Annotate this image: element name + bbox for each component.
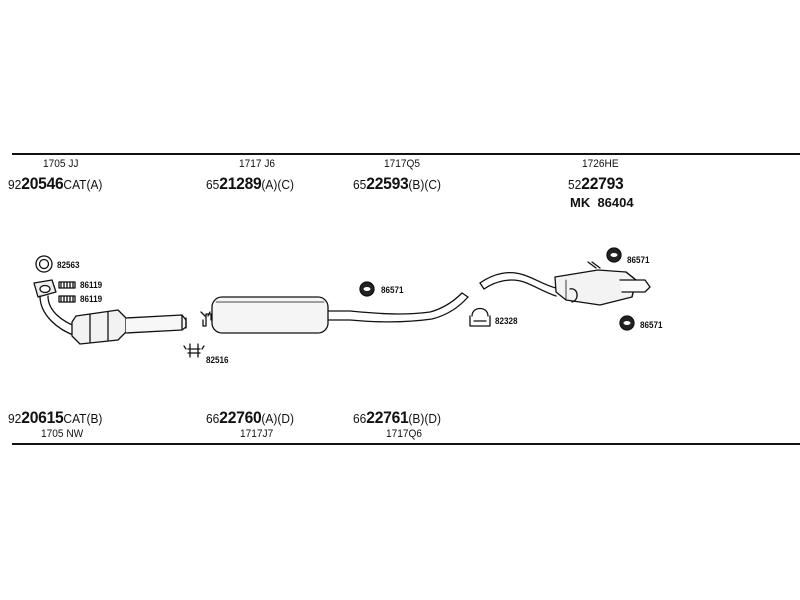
- middle-silencer-icon: [200, 292, 469, 334]
- part-number-prefix: 92: [8, 177, 22, 192]
- callout-gasket: 82563: [57, 260, 80, 270]
- part-number-suffix: CAT(A): [63, 177, 103, 192]
- part-code-label: 1726HE: [582, 158, 619, 170]
- part-number-prefix: 66: [353, 411, 367, 426]
- part-number-prefix: 66: [206, 411, 220, 426]
- part-number-front-cat-a: 9220546CAT(A): [8, 174, 102, 194]
- part-number-suffix: CAT(B): [63, 411, 103, 426]
- mounting-kit-prefix: MK: [570, 195, 591, 210]
- part-number-main: 20546: [21, 174, 64, 193]
- rear-silencer-icon: [479, 261, 651, 306]
- part-number-middle-a-d: 6622760(A)(D): [206, 408, 294, 428]
- part-code-label: 1717 J6: [239, 158, 276, 170]
- rubber-hanger-icon: [606, 247, 622, 263]
- gasket-ring-icon: [35, 255, 53, 273]
- rubber-hanger-icon: [359, 281, 375, 297]
- mounting-kit-number: 86404: [597, 195, 634, 210]
- part-number-main: 22793: [581, 174, 624, 193]
- part-number-suffix: (A)(D): [261, 411, 294, 426]
- bolt-icon: [58, 295, 76, 303]
- part-number-rear: 5222793: [568, 174, 624, 194]
- callout-clamp-front: 82516: [206, 355, 229, 365]
- part-number-prefix: 65: [353, 177, 367, 192]
- part-number-suffix: (B)(D): [408, 411, 441, 426]
- callout-clamp-rear: 82328: [495, 316, 518, 326]
- callout-hanger-rear-top: 86571: [627, 255, 650, 265]
- part-number-suffix: (A)(C): [261, 177, 294, 192]
- part-code-label: 1717Q6: [386, 428, 423, 440]
- part-number-main: 21289: [219, 174, 262, 193]
- callout-bolt: 86119: [80, 280, 103, 290]
- part-number-front-cat-b: 9220615CAT(B): [8, 408, 102, 428]
- part-number-prefix: 65: [206, 177, 220, 192]
- catalytic-converter-icon: [39, 295, 187, 345]
- part-code-label: 1717Q5: [384, 158, 421, 170]
- part-number-suffix: (B)(C): [408, 177, 441, 192]
- part-number-middle-a-c: 6521289(A)(C): [206, 174, 294, 194]
- clamp-icon: [183, 343, 205, 358]
- part-number-middle-b-d: 6622761(B)(D): [353, 408, 441, 428]
- top-divider-line: [12, 153, 800, 155]
- part-number-main: 22593: [366, 174, 409, 193]
- rubber-hanger-icon: [619, 315, 635, 331]
- flange-icon: [33, 279, 57, 298]
- part-code-label: 1705 NW: [41, 428, 84, 440]
- clamp-icon: [469, 307, 491, 327]
- mounting-kit-label: MK 86404: [570, 195, 634, 210]
- part-number-main: 22761: [366, 408, 409, 427]
- bolt-icon: [58, 281, 76, 289]
- bottom-divider-line: [12, 443, 800, 445]
- part-number-main: 22760: [219, 408, 262, 427]
- callout-hanger-middle: 86571: [381, 285, 404, 295]
- callout-hanger-rear-bottom: 86571: [640, 320, 663, 330]
- part-number-prefix: 52: [568, 177, 582, 192]
- part-number-prefix: 92: [8, 411, 22, 426]
- callout-bolt: 86119: [80, 294, 103, 304]
- part-code-label: 1717J7: [240, 428, 274, 440]
- part-number-main: 20615: [21, 408, 64, 427]
- part-number-middle-b-c: 6522593(B)(C): [353, 174, 441, 194]
- part-code-label: 1705 JJ: [43, 158, 79, 170]
